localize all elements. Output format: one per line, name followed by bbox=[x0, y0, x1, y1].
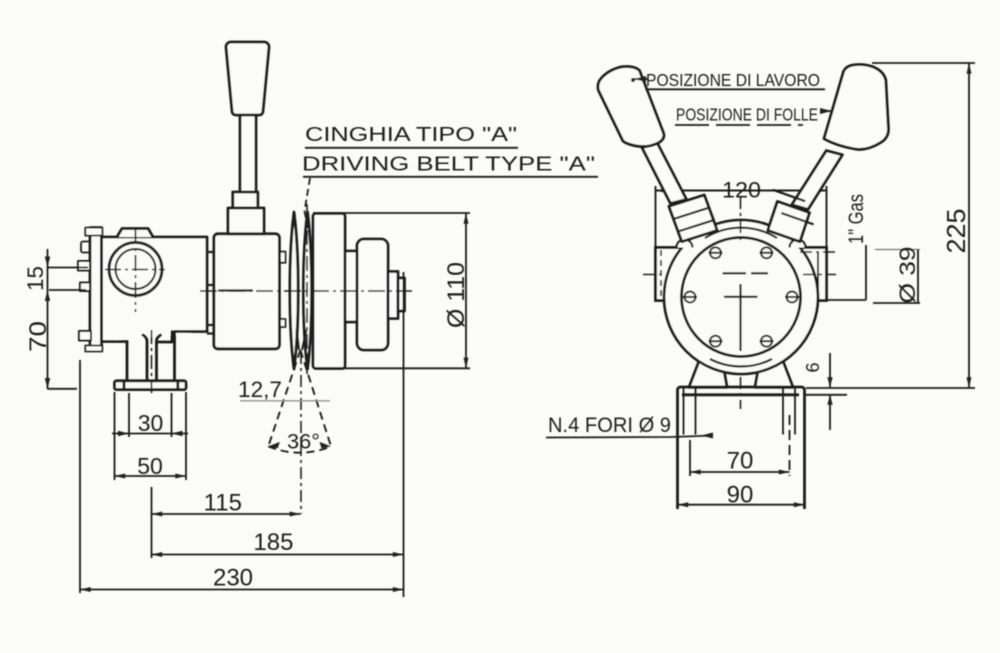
svg-text:6: 6 bbox=[803, 362, 823, 372]
svg-text:70: 70 bbox=[727, 448, 754, 475]
svg-text:115: 115 bbox=[204, 490, 242, 517]
svg-text:Ø 39: Ø 39 bbox=[895, 247, 920, 304]
svg-text:185: 185 bbox=[253, 529, 293, 556]
svg-text:15: 15 bbox=[23, 266, 48, 291]
svg-text:DRIVING BELT TYPE "A": DRIVING BELT TYPE "A" bbox=[302, 154, 595, 176]
svg-text:POSIZIONE DI LAVORO: POSIZIONE DI LAVORO bbox=[646, 70, 820, 90]
svg-text:225: 225 bbox=[941, 209, 971, 254]
svg-text:N.4 FORI Ø 9: N.4 FORI Ø 9 bbox=[548, 414, 671, 437]
svg-text:1" Gas: 1" Gas bbox=[844, 194, 868, 244]
svg-text:50: 50 bbox=[137, 453, 163, 479]
svg-text:12,7: 12,7 bbox=[238, 377, 282, 402]
svg-text:90: 90 bbox=[727, 482, 754, 509]
svg-text:30: 30 bbox=[138, 410, 164, 436]
svg-text:Ø 110: Ø 110 bbox=[443, 262, 470, 328]
svg-text:36°: 36° bbox=[287, 431, 320, 454]
svg-text:POSIZIONE DI FOLLE: POSIZIONE DI FOLLE bbox=[676, 105, 818, 125]
svg-text:230: 230 bbox=[213, 565, 253, 592]
svg-text:70: 70 bbox=[25, 321, 52, 352]
svg-text:120: 120 bbox=[722, 178, 761, 203]
svg-text:CINGHIA TIPO "A": CINGHIA TIPO "A" bbox=[305, 124, 517, 146]
